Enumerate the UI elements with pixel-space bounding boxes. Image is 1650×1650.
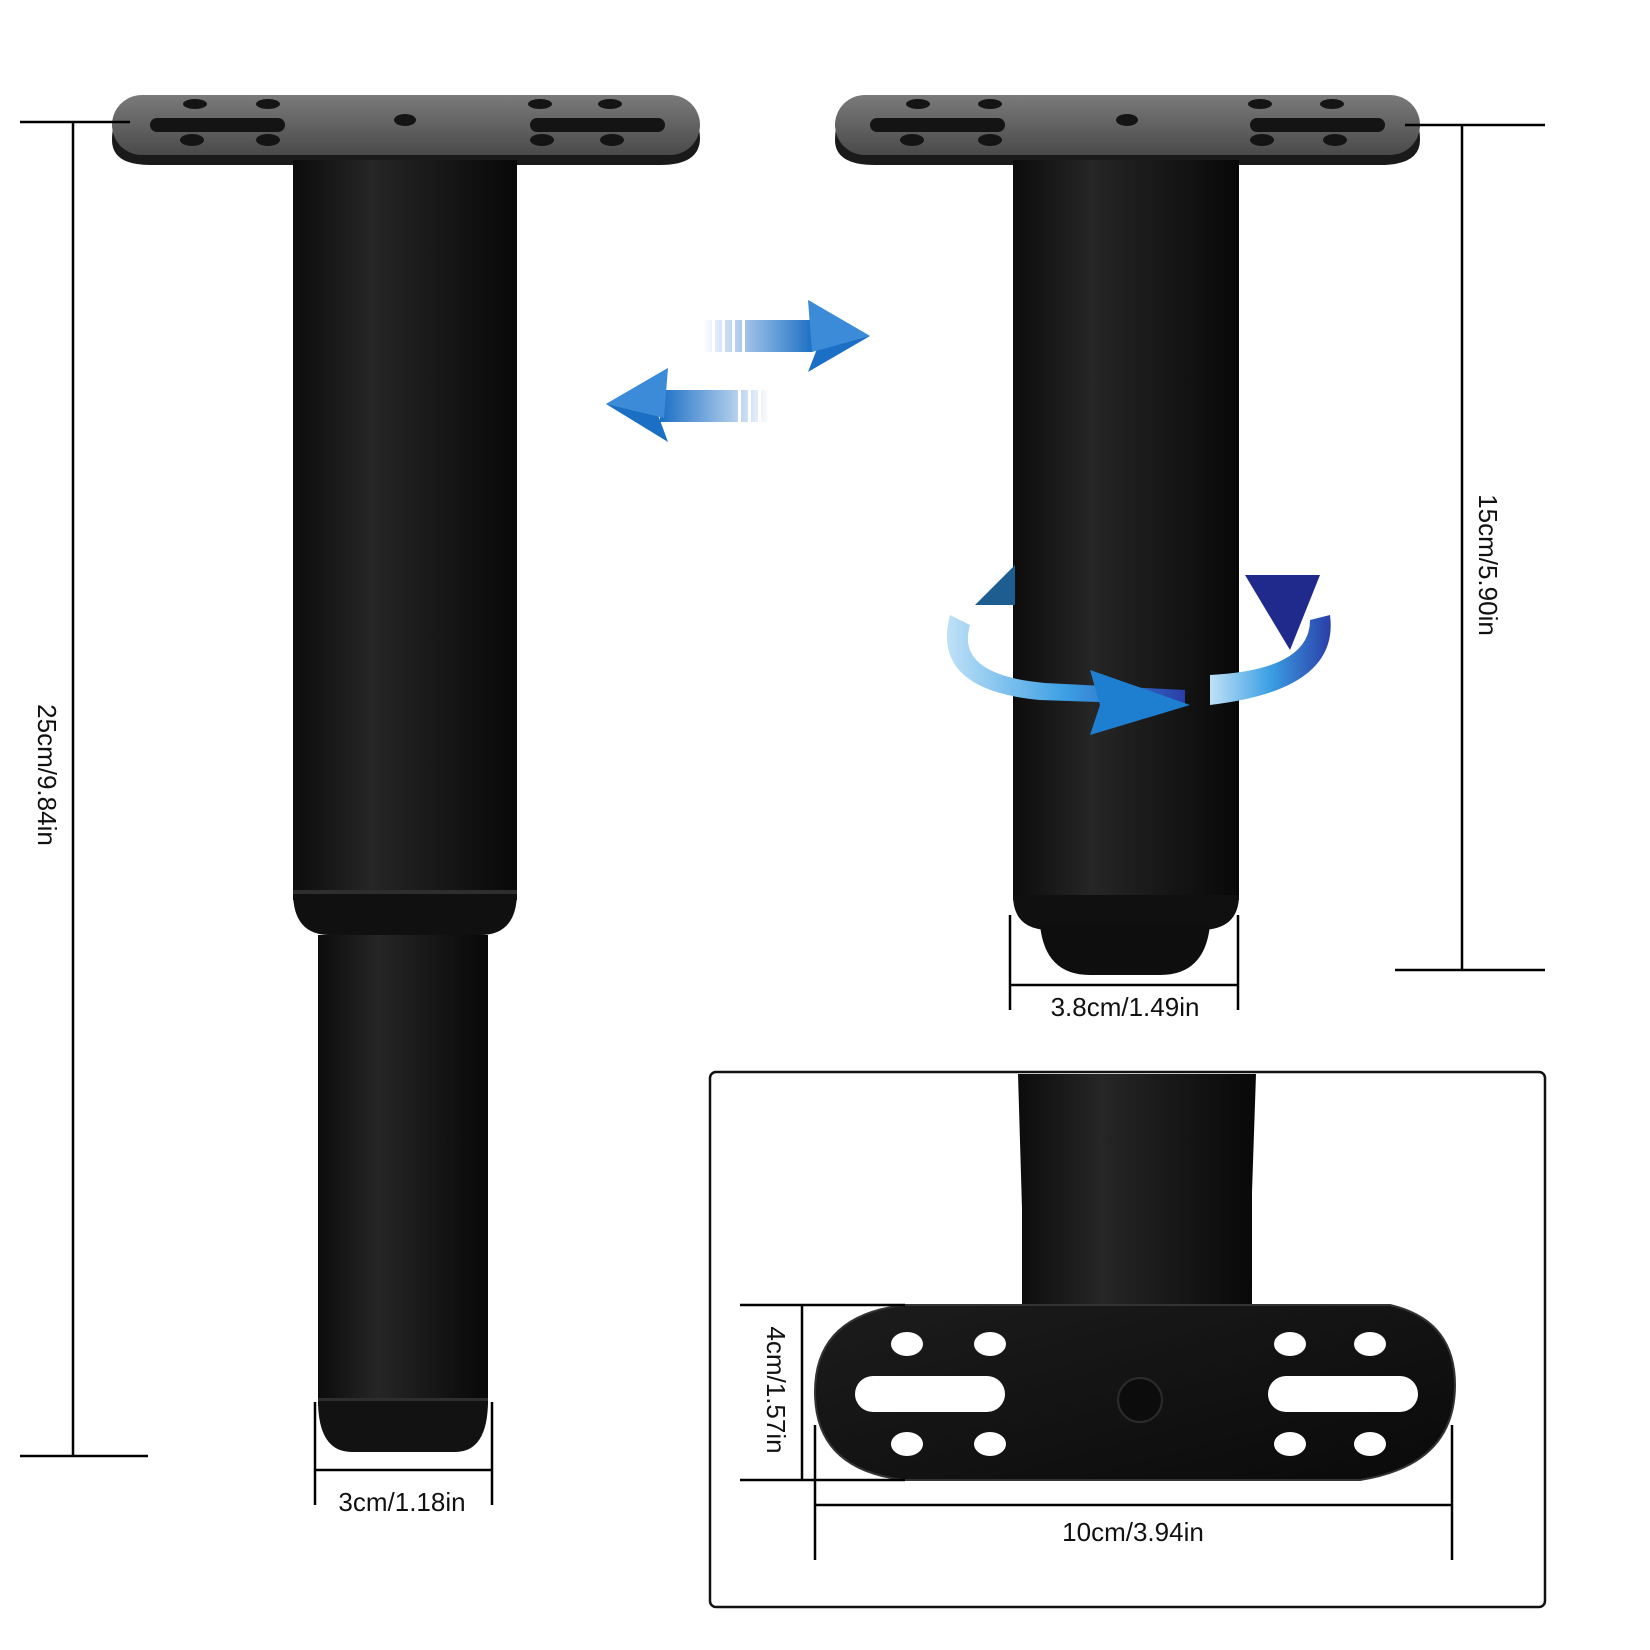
rotate-arrow-icon [946,565,1331,735]
plate-width-label: 10cm/3.94in [1062,1517,1204,1547]
outer-tube-left [293,160,517,900]
top-mount-plate-left [112,95,700,165]
bottom-diameter-label: 3cm/1.18in [338,1487,466,1517]
extended-height-label: 25cm/9.84in [32,704,62,846]
top-mount-plate-right [835,95,1420,165]
extend-arrow-icon [703,300,870,372]
tube-diameter-label: 3.8cm/1.49in [1050,992,1200,1022]
plate-detail-inset [708,1070,1547,1609]
plate-depth-label: 4cm/1.57in [761,1326,791,1454]
outer-tube-right [1013,160,1239,900]
extended-leg [112,95,700,1452]
inner-tube-left [318,935,488,1405]
retracted-height-label: 15cm/5.90in [1473,494,1503,636]
retract-arrow-icon [606,368,771,442]
retracted-leg [835,95,1420,975]
dimension-lines [20,120,1545,1505]
